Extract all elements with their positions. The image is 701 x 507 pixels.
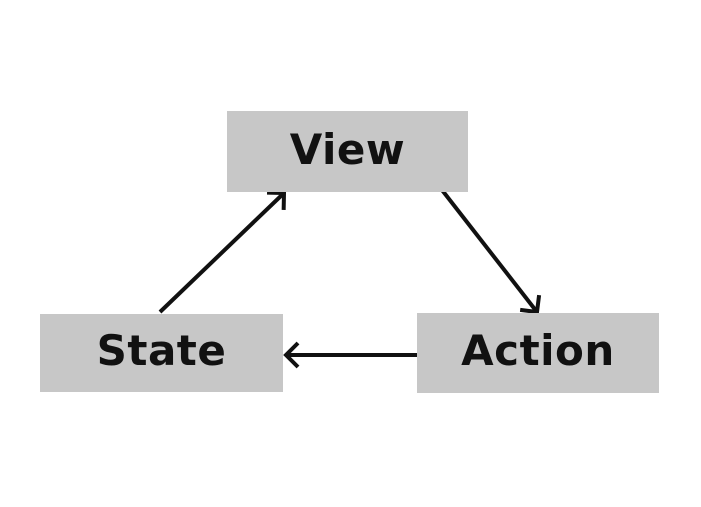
edge-state-to-view-arrow (158, 190, 287, 314)
node-state: State (40, 314, 283, 392)
node-action-label: Action (461, 326, 615, 375)
edge-view-to-action-arrow (440, 188, 542, 315)
node-action: Action (417, 313, 659, 393)
node-state-label: State (96, 326, 227, 375)
node-view-label: View (289, 124, 406, 174)
node-view: View (227, 111, 468, 192)
